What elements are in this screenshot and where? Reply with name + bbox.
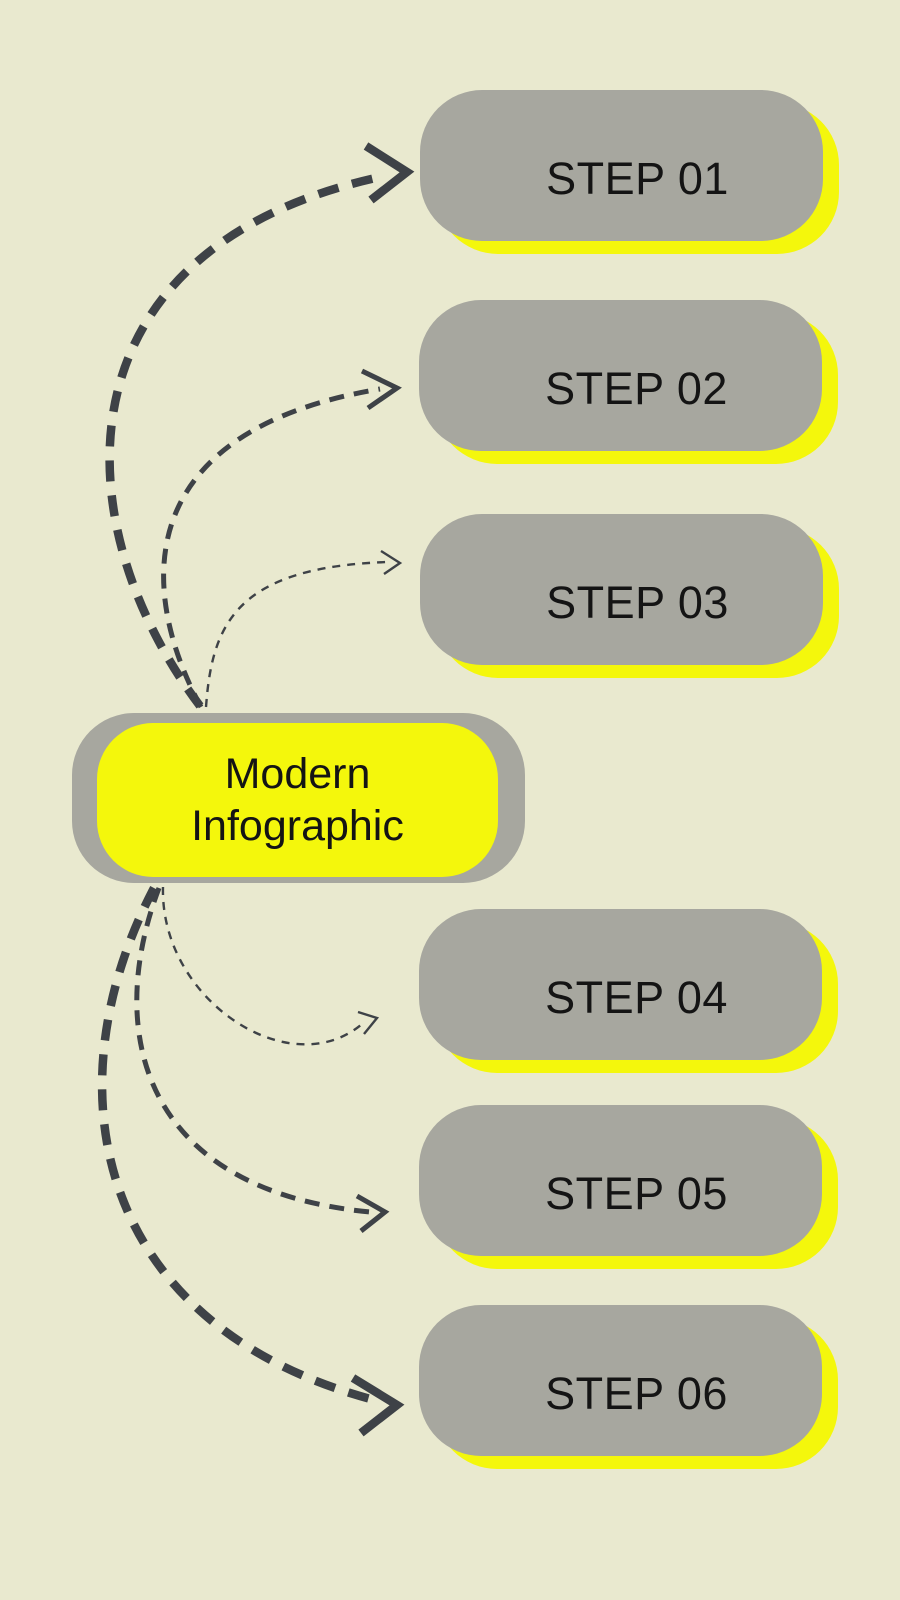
step-label-1: STEP 01 (546, 152, 729, 204)
center-title-line2: Infographic (191, 802, 404, 850)
dashed-curve-step-3 (204, 560, 389, 708)
arrowhead-icon-step-4 (357, 1010, 380, 1035)
center-title-line1: Modern (224, 749, 371, 798)
connector-arrow-step-2 (161, 368, 402, 709)
dashed-curve-step-2 (161, 386, 381, 709)
arrowhead-icon-step-2 (360, 368, 402, 411)
arrowhead-icon-step-6 (350, 1374, 405, 1437)
arrowhead-icon-step-3 (380, 549, 403, 575)
connector-arrow-step-4 (161, 886, 380, 1046)
connector-arrow-step-5 (134, 887, 390, 1233)
arrowhead-icon-step-5 (355, 1193, 390, 1233)
step-label-3: STEP 03 (546, 576, 729, 628)
step-box-3: STEP 03 (420, 514, 839, 678)
dashed-curve-step-6 (97, 886, 384, 1407)
step-box-1: STEP 01 (420, 90, 839, 254)
dashed-curve-step-1 (105, 171, 386, 709)
center-title: Modern Infographic (191, 748, 404, 853)
step-label-5: STEP 05 (545, 1167, 728, 1219)
connector-arrow-step-1 (105, 142, 415, 709)
step-box-2: STEP 02 (419, 300, 838, 464)
step-box-5: STEP 05 (419, 1105, 838, 1269)
center-box-inner: Modern Infographic (97, 723, 498, 877)
dashed-curve-step-4 (161, 886, 363, 1046)
step-label-4: STEP 04 (545, 971, 728, 1023)
step-box-6: STEP 06 (419, 1305, 838, 1469)
dashed-curve-step-5 (134, 887, 371, 1215)
connector-arrow-step-3 (204, 549, 403, 708)
arrowhead-icon-step-1 (363, 142, 415, 204)
step-box-4: STEP 04 (419, 909, 838, 1073)
center-box: Modern Infographic (72, 713, 525, 883)
connector-arrow-step-6 (97, 886, 405, 1437)
step-label-6: STEP 06 (545, 1367, 728, 1419)
step-label-2: STEP 02 (545, 362, 728, 414)
